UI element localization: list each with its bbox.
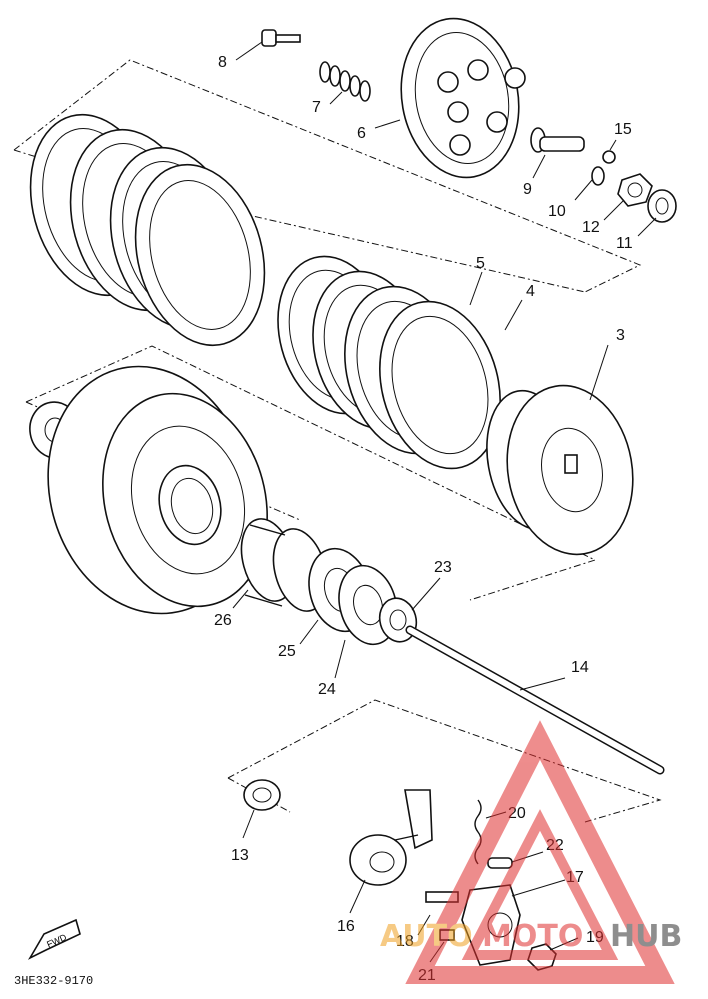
clutch-spring — [319, 61, 371, 102]
clutch-boss — [486, 384, 634, 556]
friction-plate-stack-left — [29, 113, 266, 347]
callout-23: 23 — [434, 559, 452, 576]
locknut — [617, 173, 653, 207]
callout-18: 18 — [396, 933, 414, 950]
o-ring — [591, 166, 605, 186]
steel-ball — [602, 150, 616, 164]
clutch-housing — [29, 365, 268, 615]
callout-8: 8 — [218, 54, 227, 71]
callout-12: 12 — [582, 219, 600, 236]
autotohub-watermark-logo: AUTO MOTO HUB — [380, 720, 682, 984]
callout-25: 25 — [278, 643, 296, 660]
watermark-text-left: AUTO — [380, 919, 473, 954]
lock-washer — [647, 189, 677, 223]
push-rod-short — [530, 127, 585, 153]
fwd-arrow-icon: FWD — [27, 918, 81, 960]
callout-10: 10 — [548, 203, 566, 220]
callout-26: 26 — [214, 612, 232, 629]
callout-5: 5 — [476, 255, 485, 272]
callout-13: 13 — [231, 847, 249, 864]
push-lever-shaft — [349, 789, 433, 886]
oil-seal — [243, 779, 281, 811]
pin — [487, 857, 513, 869]
watermark-text-right: HUB — [610, 919, 682, 954]
callout-4: 4 — [526, 283, 535, 300]
callout-24: 24 — [318, 681, 336, 698]
pressure-plate — [400, 17, 526, 179]
clutch-bolt — [261, 29, 301, 47]
push-rod-long — [405, 625, 665, 775]
callout-11: 11 — [616, 235, 633, 252]
callout-3: 3 — [616, 327, 625, 344]
callout-14: 14 — [571, 659, 589, 676]
callout-7: 7 — [312, 99, 321, 116]
callout-9: 9 — [523, 181, 532, 198]
callout-15: 15 — [614, 121, 632, 138]
callout-6: 6 — [357, 125, 366, 142]
callout-labels: 3 4 5 6 7 8 9 10 11 12 13 14 15 16 17 18… — [214, 54, 633, 984]
leader-lines — [232, 41, 657, 963]
watermark-text-mid: MOTO — [482, 919, 583, 954]
callout-16: 16 — [337, 918, 355, 935]
friction-plate-stack-middle — [277, 255, 501, 470]
diagram-code: 3HE332-9170 — [14, 974, 93, 988]
